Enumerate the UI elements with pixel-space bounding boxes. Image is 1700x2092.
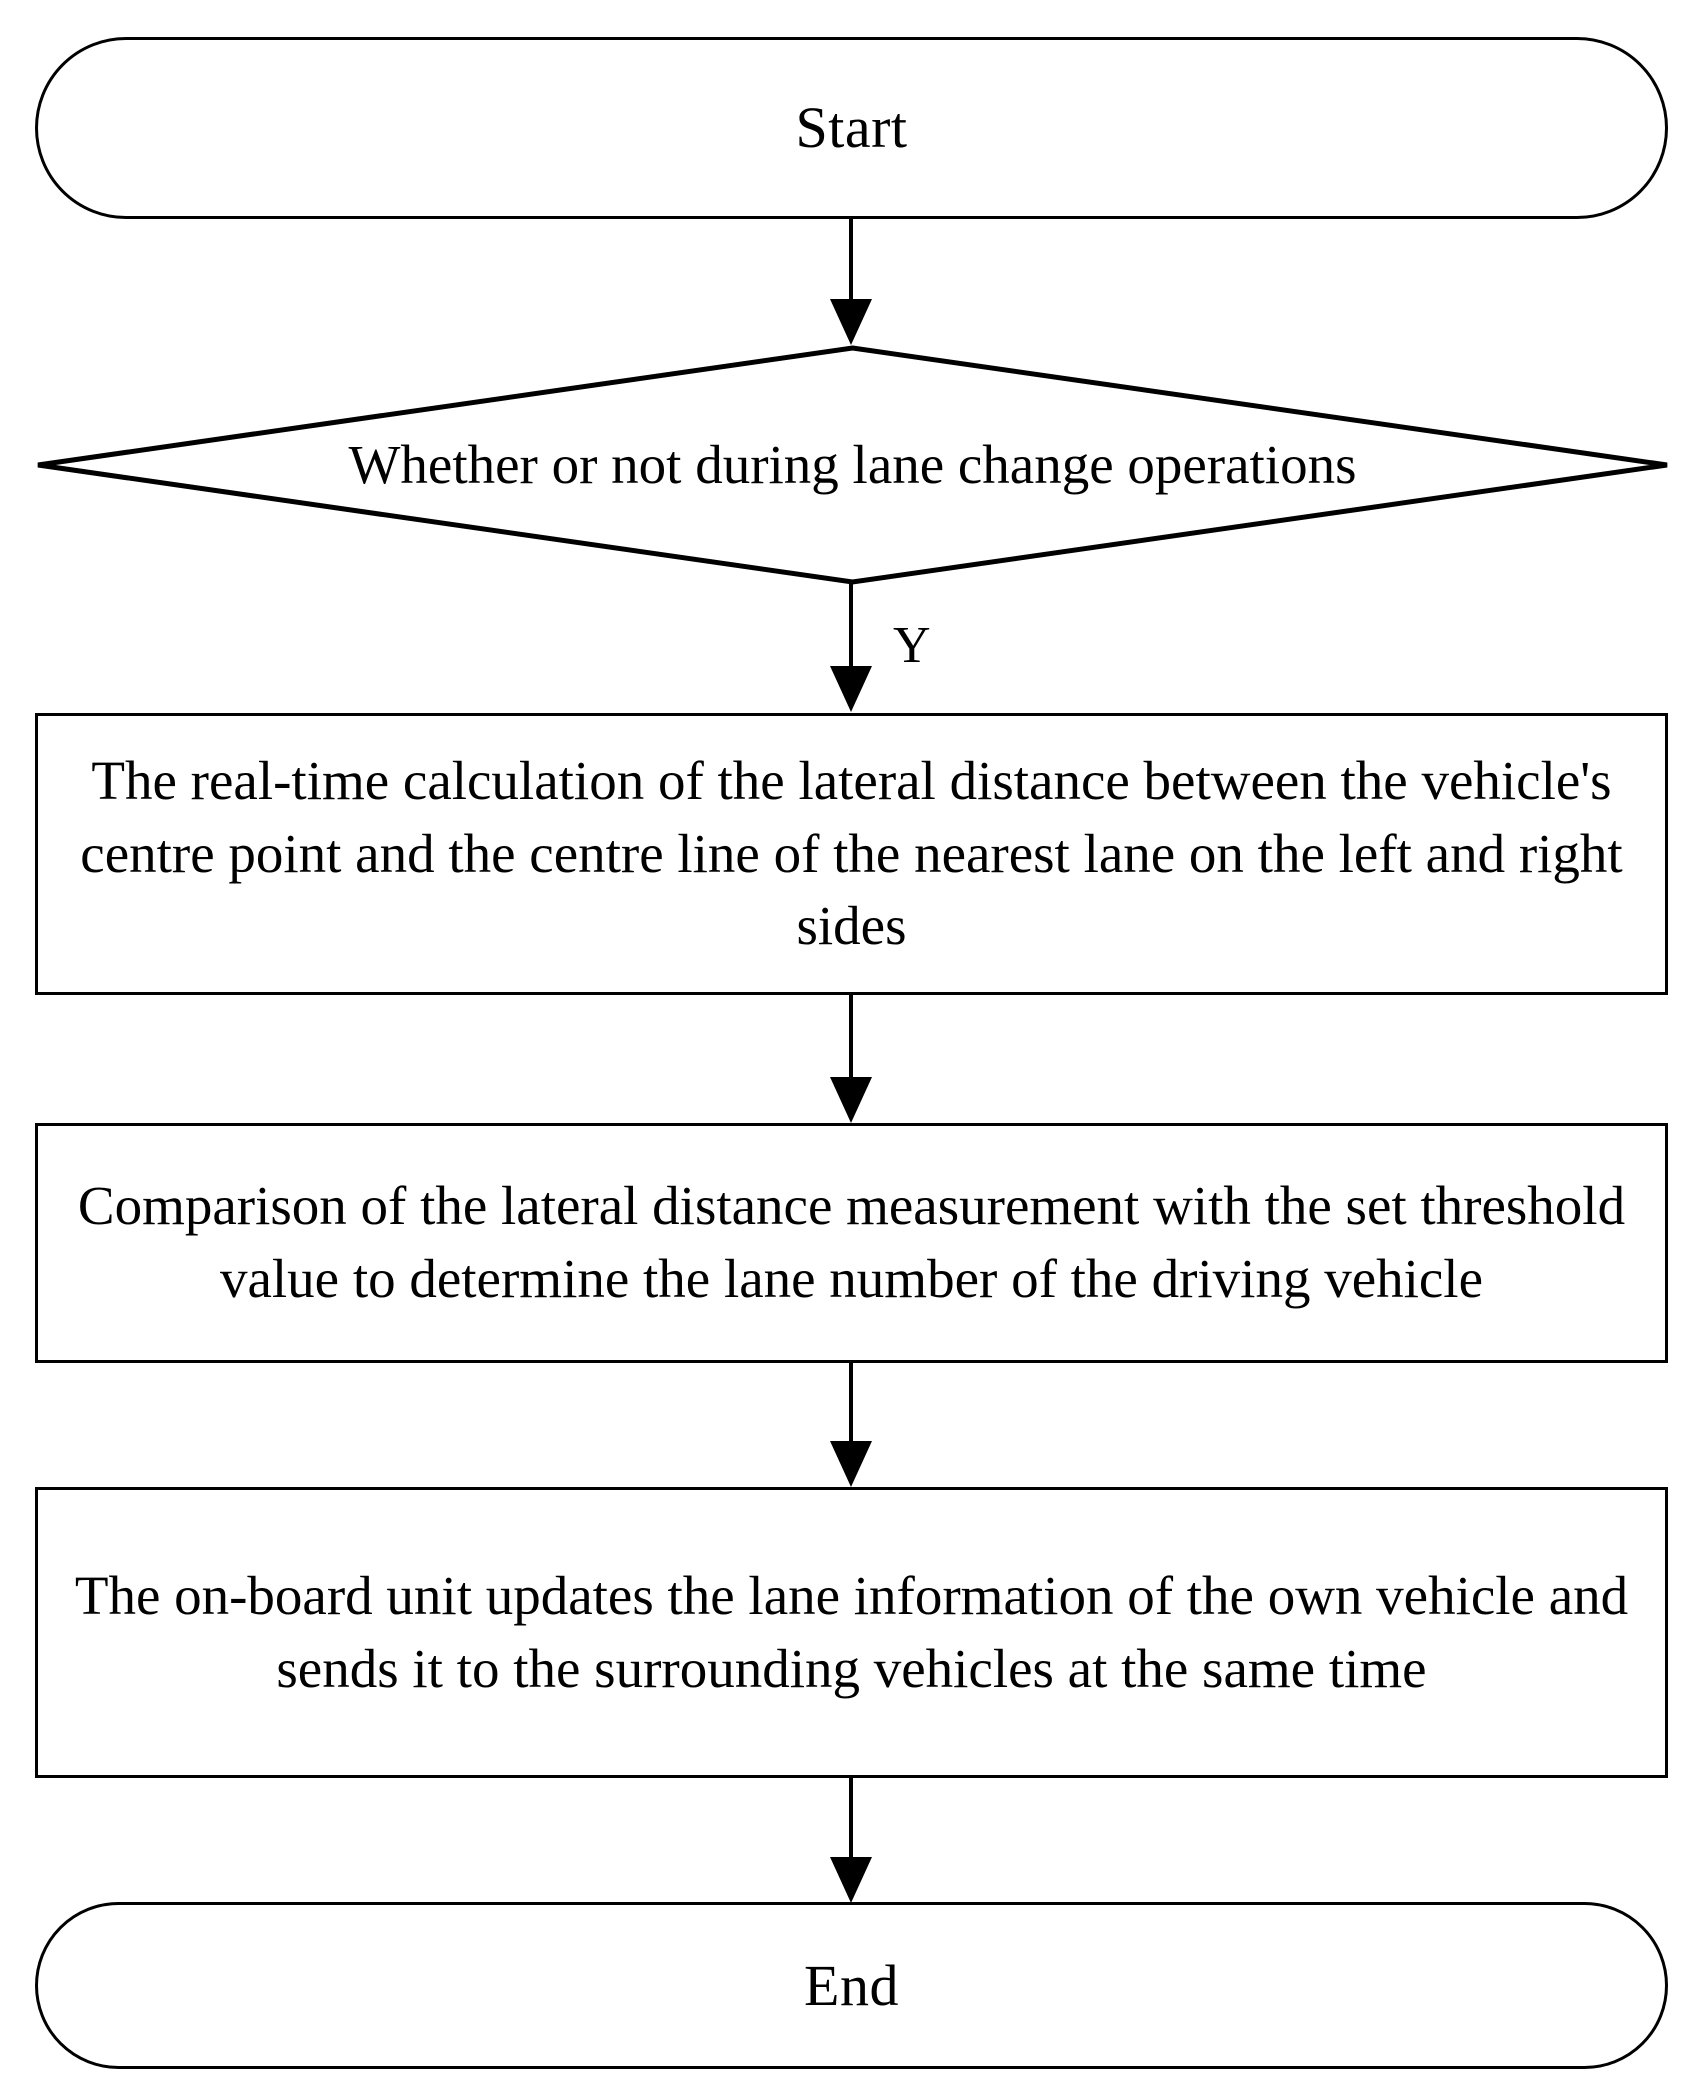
node-end-label: End xyxy=(804,1952,899,2018)
node-process-lateral-distance-label: The real-time calculation of the lateral… xyxy=(80,750,1623,957)
connector-decision-to-process-1 xyxy=(849,583,853,668)
node-process-update-obu-label: The on-board unit updates the lane infor… xyxy=(74,1564,1629,1699)
node-end[interactable]: End xyxy=(35,1902,1668,2069)
node-process-compare-threshold-label: Comparison of the lateral distance measu… xyxy=(77,1175,1626,1309)
node-process-lateral-distance[interactable]: The real-time calculation of the lateral… xyxy=(35,713,1668,995)
node-process-compare-threshold[interactable]: Comparison of the lateral distance measu… xyxy=(35,1123,1668,1363)
connector-process-2-to-process-3 xyxy=(849,1363,853,1448)
arrowhead-process-2-to-process-3 xyxy=(830,1441,872,1487)
connector-process-1-to-process-2 xyxy=(849,995,853,1080)
node-decision-lane-change-label: Whether or not during lane change operat… xyxy=(348,434,1357,496)
arrowhead-process-3-to-end xyxy=(830,1857,872,1903)
diamond-shape xyxy=(37,345,1668,585)
node-start-label: Start xyxy=(795,95,908,161)
arrowhead-process-1-to-process-2 xyxy=(830,1077,872,1123)
node-decision-lane-change[interactable]: Whether or not during lane change operat… xyxy=(35,345,1670,585)
edge-label-yes: Y xyxy=(893,617,931,674)
node-process-update-obu[interactable]: The on-board unit updates the lane infor… xyxy=(35,1487,1668,1778)
node-start[interactable]: Start xyxy=(35,37,1668,219)
connector-process-3-to-end xyxy=(849,1778,853,1888)
connector-start-to-decision xyxy=(849,219,853,302)
arrowhead-start-to-decision xyxy=(830,299,872,345)
arrowhead-decision-to-process-1 xyxy=(830,666,872,712)
